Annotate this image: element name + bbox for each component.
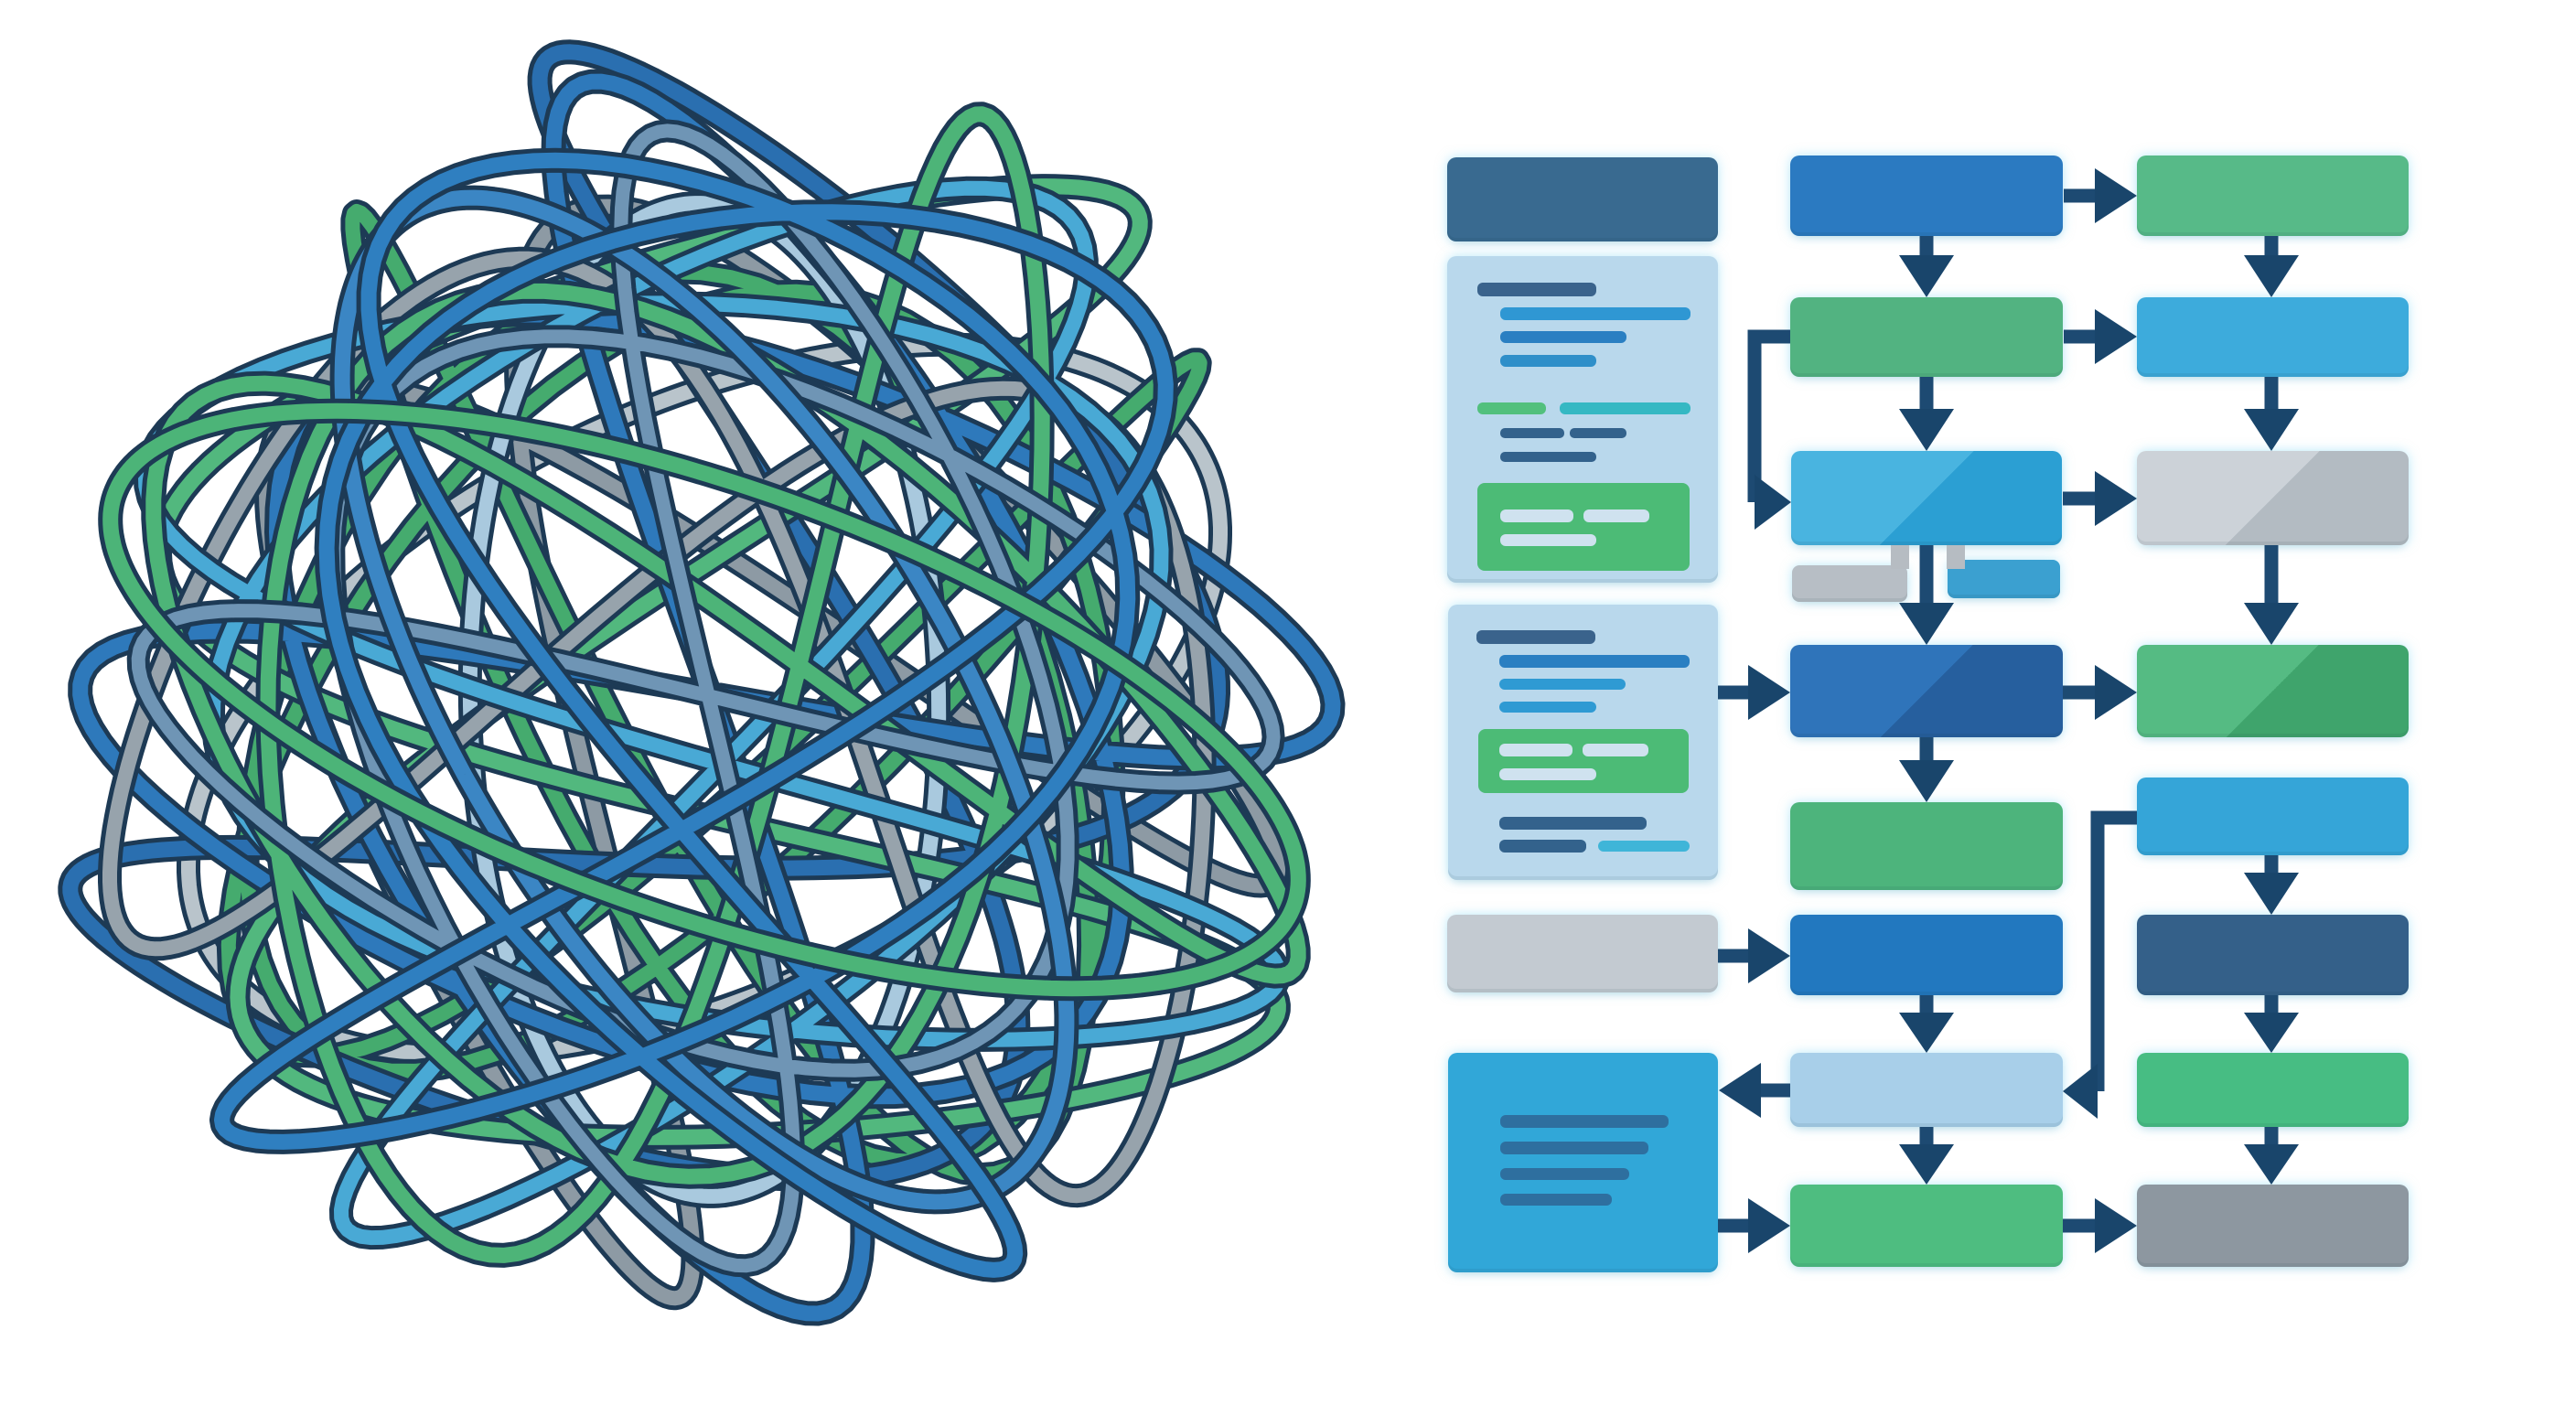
content-text-bar <box>1477 402 1546 414</box>
content-text-bar <box>1583 744 1648 756</box>
flow-node-a5 <box>1448 1053 1718 1272</box>
flow-node-b7 <box>1790 1053 2063 1127</box>
content-text-bar <box>1583 509 1649 522</box>
flow-node-c7 <box>2137 1053 2409 1127</box>
flow-node-b2 <box>1790 297 2063 377</box>
content-text-bar <box>1499 655 1690 668</box>
flow-node-c4 <box>2137 645 2409 737</box>
flow-node-small-gray <box>1792 565 1907 602</box>
content-subpanel <box>1478 729 1689 793</box>
flow-node-c1 <box>2137 156 2409 236</box>
flow-node-b4 <box>1790 645 2063 737</box>
content-text-bar <box>1499 768 1596 780</box>
cable-strand <box>334 189 1075 1210</box>
flow-node-small-blue <box>1948 560 2060 598</box>
flow-node-b6 <box>1790 915 2063 995</box>
flow-node-a1 <box>1447 157 1718 241</box>
content-subpanel <box>1477 483 1690 571</box>
content-text-bar <box>1500 509 1573 522</box>
flow-node-a4 <box>1447 915 1718 992</box>
cable-strand <box>102 402 1306 997</box>
flow-node-b3 <box>1791 451 2062 545</box>
content-text-bar <box>1500 534 1596 546</box>
flow-node-b1 <box>1790 156 2063 236</box>
flow-node-c8 <box>2137 1185 2409 1267</box>
content-text-bar <box>1500 452 1596 462</box>
content-text-bar <box>1500 331 1626 343</box>
flow-node-b8 <box>1790 1185 2063 1267</box>
content-text-bar <box>1500 355 1596 367</box>
flow-node-c3 <box>2137 451 2409 545</box>
flow-node-c6 <box>2137 915 2409 995</box>
flow-node-c2 <box>2137 297 2409 377</box>
content-text-bar <box>1499 679 1626 690</box>
content-text-bar <box>1500 1142 1648 1154</box>
cable-strand <box>214 152 1174 1278</box>
content-text-bar <box>1598 841 1690 852</box>
content-text-bar <box>1500 307 1690 320</box>
content-text-bar <box>1570 428 1626 438</box>
content-text-bar <box>1499 744 1572 756</box>
content-text-bar <box>1500 1194 1612 1206</box>
content-text-bar <box>1476 630 1595 644</box>
content-text-bar <box>1499 840 1586 853</box>
content-text-bar <box>1500 1168 1629 1180</box>
content-text-bar <box>1500 1115 1669 1128</box>
content-text-bar <box>1500 428 1564 438</box>
flow-node-a2 <box>1447 256 1718 583</box>
content-text-bar <box>1499 702 1596 713</box>
flow-node-c5 <box>2137 778 2409 855</box>
content-text-bar <box>1499 817 1647 830</box>
flow-node-a3 <box>1448 605 1718 880</box>
flow-node-b5 <box>1790 802 2063 890</box>
content-text-bar <box>1477 283 1596 296</box>
content-text-bar <box>1560 402 1690 414</box>
